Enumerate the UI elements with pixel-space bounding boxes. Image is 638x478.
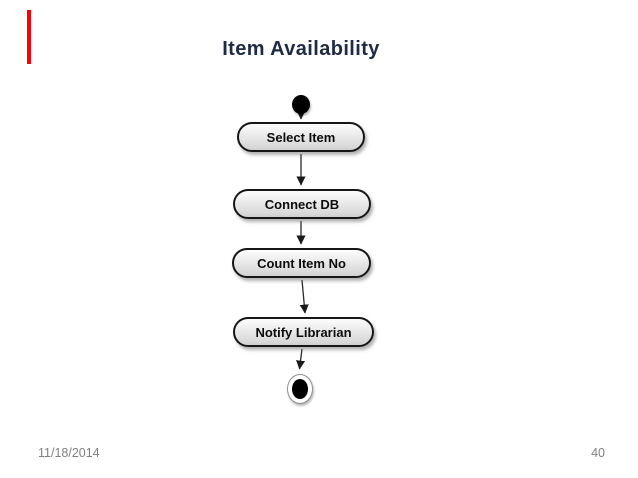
activity-node-count-item-no: Count Item No [232,248,371,278]
slide-title: Item Availability [222,38,380,60]
activity-node-select-item: Select Item [237,122,365,152]
footer-date: 11/18/2014 [38,446,100,460]
start-node [292,95,310,114]
end-node [287,374,313,404]
red-accent-marker [27,10,31,64]
node-label: Connect DB [264,196,340,212]
footer-page-number: 40 [591,446,605,460]
activity-node-connect-db: Connect DB [233,189,371,219]
node-label: Select Item [266,129,336,145]
activity-node-notify-librarian: Notify Librarian [233,317,374,347]
node-label: Count Item No [257,255,346,271]
node-label: Notify Librarian [255,324,352,340]
arrow-notify-librarian-to-end [296,348,306,370]
end-node-inner-dot [292,379,308,399]
arrow-count-item-no-to-notify-librarian [299,279,309,314]
